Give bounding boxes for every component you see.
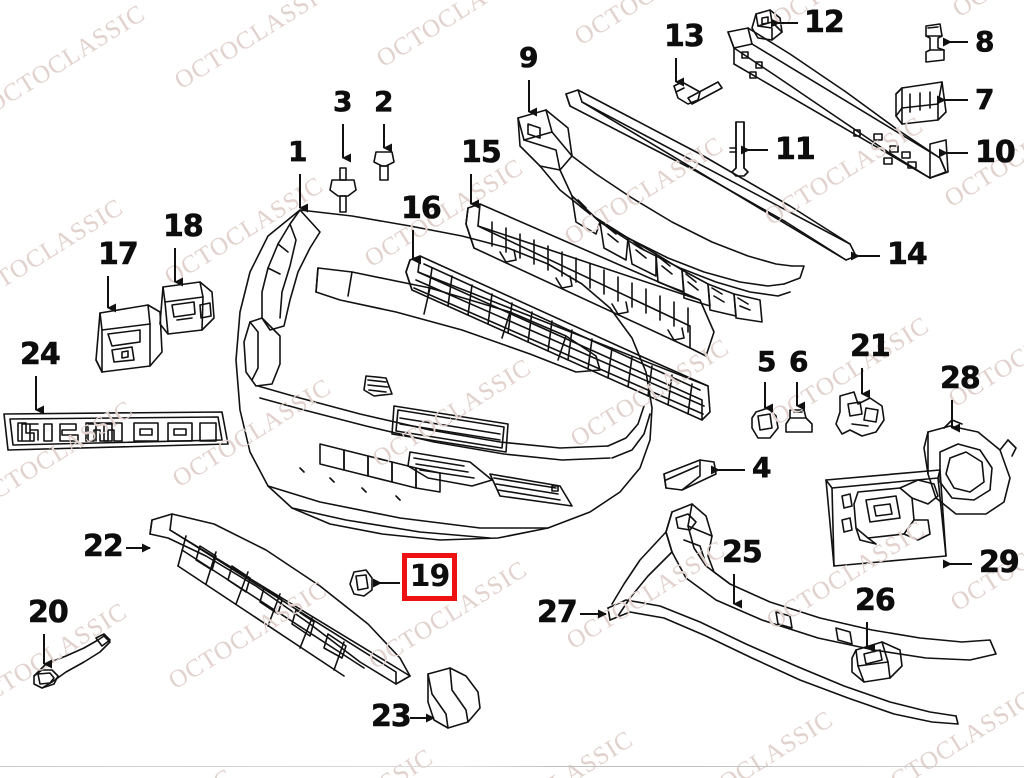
part-12-bracket-clip <box>751 9 783 41</box>
part-8-stud-bolt <box>925 23 945 63</box>
callout-number-27[interactable]: 27 <box>537 595 578 630</box>
callout-number-19: 19 <box>409 559 451 594</box>
part-22-splash-shield <box>149 513 411 685</box>
part-28-fog-lamp <box>923 419 1017 515</box>
callout-number-6[interactable]: 6 <box>789 345 809 378</box>
callout-highlight-19[interactable]: 19 <box>402 553 457 601</box>
callout-number-11[interactable]: 11 <box>775 132 816 167</box>
callout-number-3[interactable]: 3 <box>333 85 353 118</box>
part-20-tow-hook <box>33 633 111 689</box>
callout-number-16[interactable]: 16 <box>401 191 442 226</box>
part-2-clip-fastener <box>373 151 395 181</box>
callout-number-23[interactable]: 23 <box>371 699 412 734</box>
callout-number-28[interactable]: 28 <box>940 361 981 396</box>
callout-number-1[interactable]: 1 <box>288 135 308 168</box>
part-10-reinforcement-bar <box>727 27 949 179</box>
callout-number-21[interactable]: 21 <box>850 329 891 364</box>
callout-number-4[interactable]: 4 <box>752 451 772 484</box>
callout-number-9[interactable]: 9 <box>519 41 539 74</box>
callout-number-14[interactable]: 14 <box>887 237 928 272</box>
part-29-bracket-panel <box>825 469 947 567</box>
part-11-long-bolt <box>729 121 749 177</box>
callout-number-26[interactable]: 26 <box>855 583 896 618</box>
part-1-front-bumper-cover <box>235 209 653 541</box>
part-24-nismo-emblem <box>3 411 229 451</box>
callout-number-17[interactable]: 17 <box>98 237 139 272</box>
part-17-retainer-bracket <box>95 304 163 373</box>
callout-number-12[interactable]: 12 <box>804 5 845 40</box>
part-15-upper-grille <box>465 203 715 357</box>
callout-number-20[interactable]: 20 <box>28 595 69 630</box>
part-25-front-spoiler-lip <box>607 503 997 725</box>
part-23-cover-cap <box>427 667 481 729</box>
part-3-pin-rivet <box>329 167 357 213</box>
part-7-absorber-block <box>895 81 947 125</box>
callout-number-29[interactable]: 29 <box>979 545 1020 580</box>
callout-number-2[interactable]: 2 <box>374 85 394 118</box>
bottom-divider <box>0 766 1024 767</box>
callout-number-10[interactable]: 10 <box>975 135 1016 170</box>
part-9-impact-absorber <box>517 109 805 323</box>
part-18-retainer-bracket <box>159 281 215 335</box>
callout-number-15[interactable]: 15 <box>461 135 502 170</box>
part-16-lower-mesh-grille <box>405 255 711 421</box>
callout-number-5[interactable]: 5 <box>757 345 777 378</box>
callout-number-13[interactable]: 13 <box>664 19 705 54</box>
part-21-mounting-bracket <box>835 391 885 437</box>
callout-number-24[interactable]: 24 <box>20 337 61 372</box>
callout-number-25[interactable]: 25 <box>722 535 763 570</box>
part-19-grommet <box>349 569 373 597</box>
callout-number-7[interactable]: 7 <box>975 83 995 116</box>
callout-number-8[interactable]: 8 <box>975 25 995 58</box>
callout-number-22[interactable]: 22 <box>83 529 124 564</box>
callout-number-18[interactable]: 18 <box>163 209 204 244</box>
part-6-push-clip <box>785 409 813 433</box>
